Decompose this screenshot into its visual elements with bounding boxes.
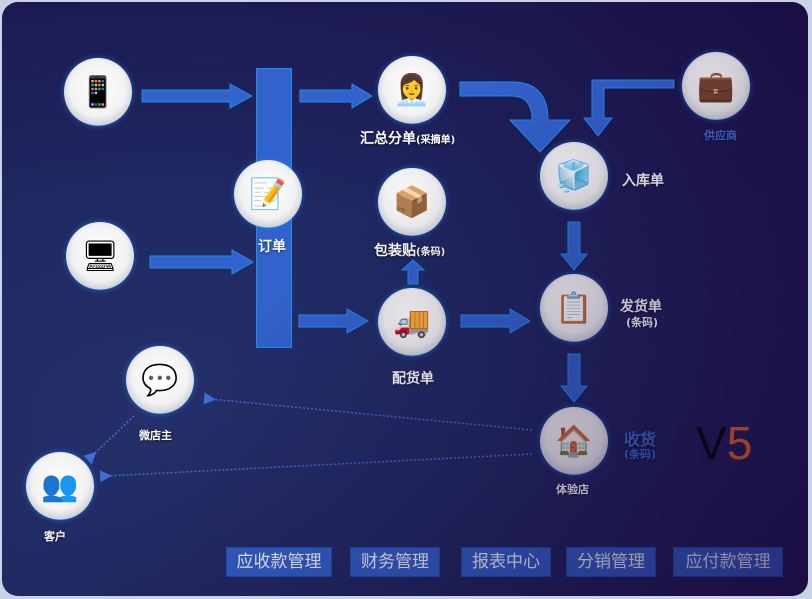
package-sub: (条码) [416,247,446,258]
truck-icon: 🚚 [393,304,431,340]
computer-icon: 🖥 [80,238,120,274]
arrow-dispatch-to-package [400,259,426,285]
dispatch-label: 配货单 [392,371,434,387]
shipment-sub: (条码) [626,316,659,329]
node-pc[interactable]: 🖥 [66,222,134,290]
version-number: 5 [726,417,753,469]
supplier-icon: 💼 [697,68,735,104]
node-customer[interactable]: 👥 [26,452,94,520]
arrow-mobile-to-order [141,83,254,109]
house-icon: 🏠 [555,423,593,459]
warehouse-cube-icon: 🧊 [555,158,593,194]
receivables-button[interactable]: 应收款管理 [226,547,332,577]
summary-sub: (采摘单) [416,135,456,146]
arrow-shipment-to-store [559,353,589,403]
receive-sub: (条码) [624,448,657,461]
clerk-icon: 👩‍💼 [393,72,431,108]
summary-title: 汇总分单 [360,131,416,147]
version-letter: V [696,417,727,469]
clipboard-icon: 📋 [555,290,593,326]
node-stock-in[interactable]: 🧊 [540,142,608,210]
arrow-order-to-summary [299,83,373,109]
summary-label: 汇总分单(采摘单) [360,128,455,148]
stock-in-label: 入库单 [622,173,664,189]
distribution-button[interactable]: 分销管理 [566,547,656,577]
payables-button[interactable]: 应付款管理 [673,547,783,577]
shipment-label: 发货单 [620,299,662,315]
mobile-phone-icon: 📱 [79,74,117,110]
arrow-stock-in-to-shipment [559,221,589,271]
node-package[interactable]: 📦 [378,168,446,236]
node-store[interactable]: 🏠 [540,407,608,475]
arrow-summary-to-stock-in [459,81,572,153]
package-title: 包装贴 [374,243,416,259]
barcode-box-icon: 📦 [393,184,431,220]
receive-label: 收货 [624,430,657,449]
people-icon: 👥 [41,468,79,504]
arrow-dispatch-to-shipment [460,308,531,334]
arrow-pc-to-order [149,249,255,275]
customer-label: 客户 [44,530,66,543]
arrow-order-to-dispatch [298,308,370,334]
wechat-shop-label: 微店主 [139,429,172,442]
package-label: 包装贴(条码) [374,240,445,260]
dotted-wechat-shop-to-customer [83,415,135,465]
store-label: 体验店 [556,483,589,496]
order-staff-icon: 📝 [249,176,287,212]
dotted-store-to-wechat-shop [203,392,533,431]
reports-button[interactable]: 报表中心 [461,547,551,577]
version-mark: V5 [696,420,752,466]
node-supplier[interactable]: 💼 [682,52,750,120]
node-shipment[interactable]: 📋 [540,274,608,342]
arrow-supplier-to-stock-in [582,79,675,137]
order-label: 订单 [258,239,286,255]
node-summary[interactable]: 👩‍💼 [378,56,446,124]
finance-button[interactable]: 财务管理 [350,547,440,577]
node-order[interactable]: 📝 [234,160,302,228]
supplier-label: 供应商 [704,129,737,142]
dotted-store-to-customer [99,453,533,483]
chat-bubbles-icon: 💬 [141,362,179,398]
node-dispatch[interactable]: 🚚 [378,288,446,356]
node-wechat-shop[interactable]: 💬 [126,346,194,414]
node-mobile[interactable]: 📱 [64,58,132,126]
